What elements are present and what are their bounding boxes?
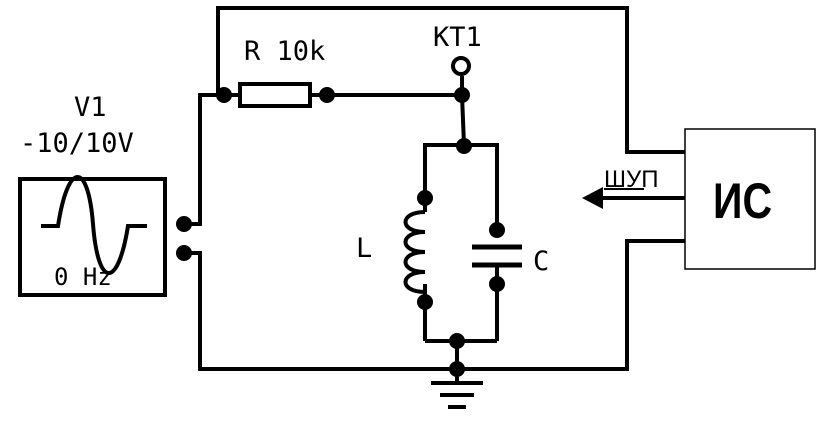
wire-source-upper bbox=[184, 93, 224, 226]
source-range-label: -10/10V bbox=[20, 128, 134, 159]
wire-to-tank bbox=[460, 94, 466, 146]
sine-wave-icon bbox=[41, 175, 147, 275]
ground-icon bbox=[431, 381, 483, 409]
node-dot bbox=[449, 361, 465, 377]
wire-bottom-loop bbox=[184, 239, 686, 371]
inductor-coil-icon bbox=[403, 210, 426, 294]
source-terminal-upper bbox=[176, 216, 192, 232]
source-frequency-label: 0 Hz bbox=[54, 263, 112, 291]
source-name-label: V1 bbox=[74, 92, 107, 123]
probe-arrow-icon bbox=[582, 187, 603, 209]
resistor-label: R 10k bbox=[244, 36, 325, 67]
test-point-label: KT1 bbox=[433, 22, 482, 53]
instrument-box[interactable] bbox=[684, 128, 816, 270]
node-dot bbox=[417, 190, 433, 206]
node-dot bbox=[449, 333, 465, 349]
node-dot bbox=[319, 87, 335, 103]
node-dot bbox=[454, 87, 470, 103]
resistor-symbol[interactable] bbox=[238, 82, 312, 108]
junction-dots bbox=[176, 87, 505, 377]
capacitor-label: C bbox=[533, 246, 549, 277]
instrument-label: ИС bbox=[713, 173, 772, 229]
wire-tank-top bbox=[423, 143, 499, 232]
inductor-label: L bbox=[356, 233, 372, 264]
node-dot bbox=[489, 222, 505, 238]
test-point-kt1[interactable] bbox=[451, 56, 471, 76]
inductor-symbol[interactable] bbox=[403, 199, 427, 294]
node-dot bbox=[417, 294, 433, 310]
node-dot bbox=[489, 276, 505, 292]
node-dot bbox=[456, 138, 472, 154]
source-terminal-lower bbox=[176, 245, 192, 261]
node-dot bbox=[216, 87, 232, 103]
source-v1[interactable] bbox=[18, 175, 167, 297]
